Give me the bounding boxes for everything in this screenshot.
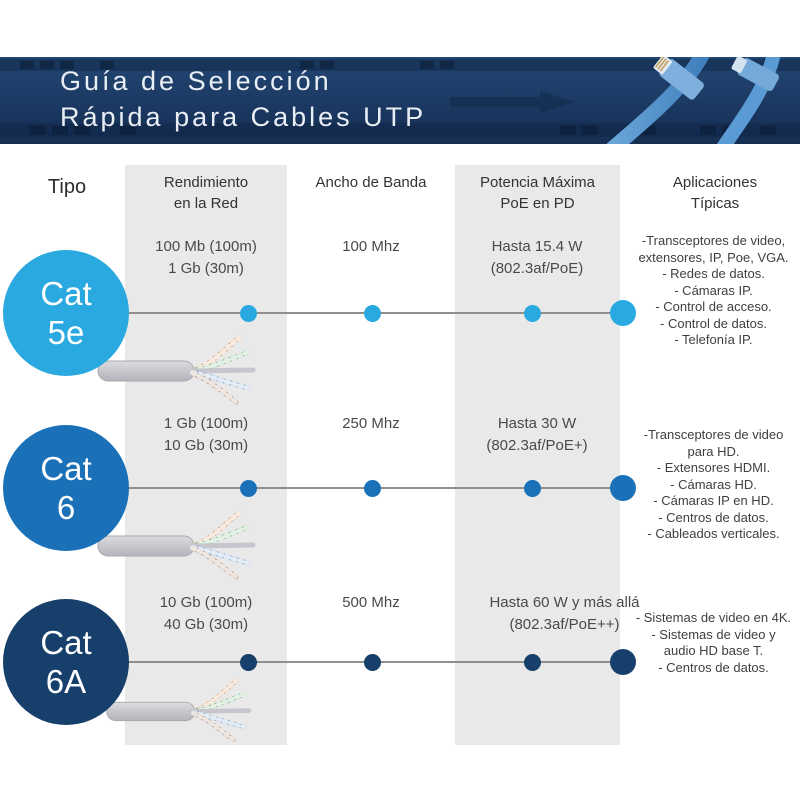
cat6a-aplicaciones: - Sistemas de video en 4K. - Sistemas de… xyxy=(635,610,792,675)
cat6-circle: Cat 6 xyxy=(3,425,129,551)
network-photo-background xyxy=(0,57,800,144)
cat6-ancho-de-banda: 250 Mhz xyxy=(342,415,400,432)
cat6a-rendimiento: 10 Gb (100m) 40 Gb (30m) xyxy=(159,594,253,633)
cat6-potencia: Hasta 30 W (802.3af/PoE+) xyxy=(486,415,588,454)
cat5e-ancho-de-banda: 100 Mhz xyxy=(342,238,400,255)
row-dot xyxy=(364,305,381,322)
cat6-rendimiento: 1 Gb (100m) 10 Gb (30m) xyxy=(163,415,249,454)
utp-cable-illustration xyxy=(96,503,311,588)
cat5e-aplicaciones: -Transceptores de video, extensores, IP,… xyxy=(638,233,789,347)
row-end-dot xyxy=(610,475,636,501)
row-dot xyxy=(240,654,257,671)
row-dot xyxy=(364,480,381,497)
cat5e-circle: Cat 5e xyxy=(3,250,129,376)
cat6-aplicaciones: -Transceptores de video para HD. - Exten… xyxy=(643,427,784,541)
utp-cable-illustration xyxy=(96,328,311,413)
row-dot xyxy=(240,480,257,497)
utp-cable-illustration xyxy=(96,672,311,750)
row-dot xyxy=(240,305,257,322)
row-dot xyxy=(524,654,541,671)
column-header-rendimiento: Rendimiento en la Red xyxy=(163,174,249,212)
page-title: Guía de Selección Rápida para Cables UTP xyxy=(60,66,427,132)
header-banner: Guía de Selección Rápida para Cables UTP xyxy=(0,57,800,144)
column-band-potencia xyxy=(455,165,620,745)
row-dot xyxy=(364,654,381,671)
column-header-tipo: Tipo xyxy=(47,176,87,198)
row-dot xyxy=(524,480,541,497)
cat6a-potencia: Hasta 60 W y más allá (802.3af/PoE++) xyxy=(489,594,640,633)
cat6a-ancho-de-banda: 500 Mhz xyxy=(342,594,400,611)
column-header-ancho-de-banda: Ancho de Banda xyxy=(315,174,427,191)
column-band-rendimiento xyxy=(125,165,287,745)
row-end-dot xyxy=(610,300,636,326)
row-dot xyxy=(524,305,541,322)
cat5e-rendimiento: 100 Mb (100m) 1 Gb (30m) xyxy=(155,238,257,277)
cat6a-circle: Cat 6A xyxy=(3,599,129,725)
column-header-potencia-maxima: Potencia Máxima PoE en PD xyxy=(479,174,596,212)
column-header-aplicaciones: Aplicaciones Típicas xyxy=(672,174,758,212)
row-end-dot xyxy=(610,649,636,675)
cat5e-potencia: Hasta 15.4 W (802.3af/PoE) xyxy=(490,238,584,277)
